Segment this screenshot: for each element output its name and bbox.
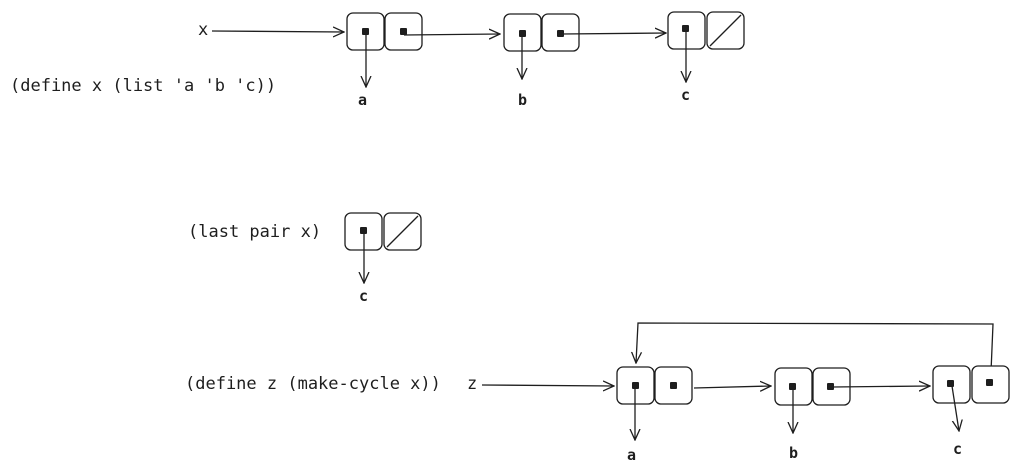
car-pointer-dot bbox=[632, 382, 639, 389]
car-pointer-dot bbox=[360, 227, 367, 234]
cdr-arrow-1 bbox=[403, 34, 500, 35]
car-pointer-dot bbox=[789, 383, 796, 390]
last-pair-section: (last pair x) c bbox=[188, 212, 422, 305]
cdr-pointer-dot bbox=[557, 30, 564, 37]
cdr-pointer-dot bbox=[986, 379, 993, 386]
define-x-section: x (define x (list 'a 'b 'c)) a b bbox=[10, 11, 745, 109]
cdr-pointer-dot bbox=[670, 382, 677, 389]
define-x-expression: (define x (list 'a 'b 'c)) bbox=[10, 76, 276, 96]
var-x-label: x bbox=[198, 20, 208, 40]
var-z-label: z bbox=[467, 374, 477, 394]
nil-slash bbox=[709, 14, 742, 47]
car-pointer-dot bbox=[682, 25, 689, 32]
pair-b: b bbox=[774, 367, 851, 462]
car-arrow bbox=[951, 385, 959, 431]
atom-c: c bbox=[359, 287, 368, 305]
atom-a: a bbox=[358, 91, 367, 109]
define-z-expression: (define z (make-cycle x)) bbox=[185, 374, 441, 394]
cdr-arrow-2 bbox=[832, 386, 930, 387]
last-pair-expression: (last pair x) bbox=[188, 222, 321, 242]
z-pointer-arrow bbox=[481, 385, 614, 386]
nil-slash bbox=[386, 215, 419, 248]
x-pointer-arrow bbox=[211, 31, 344, 32]
pair-b: b bbox=[503, 13, 580, 109]
car-pointer-dot bbox=[362, 28, 369, 35]
cycle-back-arrow bbox=[636, 322, 994, 373]
cdr-arrow-1 bbox=[693, 386, 771, 388]
pair-a: a bbox=[346, 12, 423, 109]
define-z-section: (define z (make-cycle x)) z a b bbox=[185, 322, 1010, 464]
atom-c: c bbox=[953, 440, 962, 458]
pair-c: c bbox=[667, 11, 745, 104]
atom-b: b bbox=[518, 91, 527, 109]
cdr-pointer-dot bbox=[400, 28, 407, 35]
cdr-pointer-dot bbox=[827, 383, 834, 390]
pair-c: c bbox=[932, 365, 1010, 458]
cdr-arrow-2 bbox=[561, 33, 666, 34]
car-pointer-dot bbox=[519, 30, 526, 37]
atom-a: a bbox=[627, 446, 636, 464]
atom-b: b bbox=[789, 444, 798, 462]
pair-a: a bbox=[616, 366, 693, 464]
atom-c: c bbox=[681, 86, 690, 104]
car-pointer-dot bbox=[947, 380, 954, 387]
